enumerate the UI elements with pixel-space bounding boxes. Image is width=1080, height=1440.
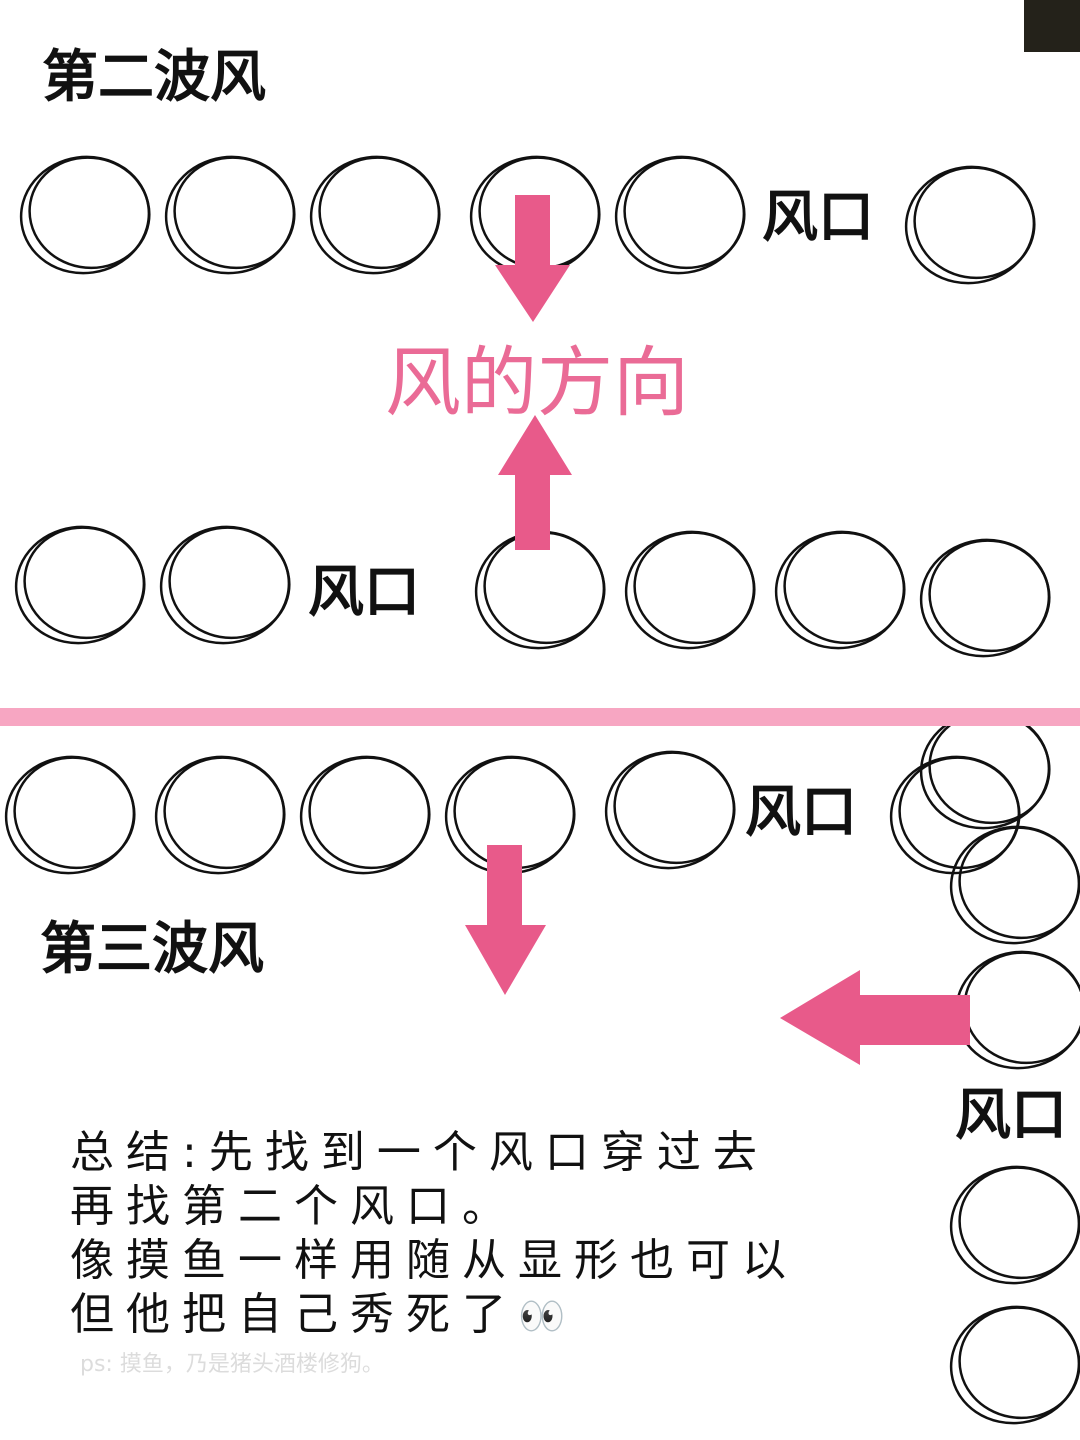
circle-stroke	[774, 530, 906, 650]
hand-drawn-circle	[949, 825, 1080, 945]
gap-label: 风口	[955, 1083, 1067, 1148]
hand-drawn-circle	[949, 1305, 1080, 1425]
circle-stroke	[913, 166, 1036, 280]
circle-stroke	[949, 1305, 1080, 1425]
hand-drawn-circle	[604, 750, 736, 870]
circle-stroke	[783, 531, 906, 645]
circle-stroke	[889, 755, 1021, 875]
hand-drawn-circle	[309, 155, 441, 275]
hand-drawn-circle	[14, 525, 146, 645]
hand-drawn-circle	[889, 755, 1021, 875]
hand-drawn-circle	[774, 530, 906, 650]
hand-drawn-circle	[624, 530, 756, 650]
circle-stroke	[28, 156, 151, 270]
circle-stroke	[483, 531, 606, 645]
circle-stroke	[904, 165, 1036, 285]
summary-text: 总结:先找到一个风口穿过去 再找第二个风口。 像摸鱼一样用随从显形也可以 但他把…	[70, 1126, 798, 1342]
arrow-down-icon	[495, 195, 570, 322]
arrow-down-icon	[465, 845, 546, 995]
circle-stroke	[949, 1165, 1080, 1285]
circle-stroke	[614, 155, 746, 275]
gap-label: 风口	[745, 780, 857, 845]
arrow-left-icon	[780, 970, 970, 1065]
gap-label: 风口	[308, 560, 420, 625]
gap-label: 风口	[762, 185, 874, 250]
wind-direction-label: 风的方向	[385, 338, 689, 427]
circle-stroke	[308, 756, 431, 870]
hand-drawn-circle	[159, 525, 291, 645]
hand-drawn-circle	[614, 155, 746, 275]
summary-line-text: 但他把自己秀死了	[70, 1289, 518, 1340]
hand-drawn-circle	[904, 165, 1036, 285]
hand-drawn-circle	[919, 538, 1051, 658]
summary-line: 但他把自己秀死了👀	[70, 1288, 798, 1342]
circle-stroke	[613, 751, 736, 865]
circle-stroke	[154, 755, 286, 875]
circle-stroke	[309, 155, 441, 275]
hand-drawn-circle	[154, 755, 286, 875]
summary-line: 再找第二个风口。	[70, 1181, 518, 1232]
circle-stroke	[958, 826, 1080, 940]
circle-stroke	[163, 756, 286, 870]
circle-stroke	[4, 755, 136, 875]
circle-stroke	[898, 756, 1021, 870]
summary-line: 像摸鱼一样用随从显形也可以	[70, 1235, 798, 1286]
dark-corner-patch	[1024, 0, 1080, 52]
ps-note: ps: 摸鱼，乃是猪头酒楼修狗。	[80, 1352, 384, 1377]
circle-stroke	[318, 156, 441, 270]
circle-stroke	[928, 539, 1051, 653]
circle-stroke	[623, 156, 746, 270]
summary-line: 总结:先找到一个风口穿过去	[70, 1127, 769, 1178]
circle-stroke	[633, 531, 756, 645]
hand-drawn-circle	[19, 155, 151, 275]
circle-stroke	[173, 156, 296, 270]
hand-drawn-circle	[949, 1165, 1080, 1285]
circle-stroke	[159, 525, 291, 645]
circle-stroke	[164, 155, 296, 275]
circle-stroke	[604, 750, 736, 870]
hand-drawn-circle	[164, 155, 296, 275]
circle-stroke	[958, 1166, 1080, 1280]
wave2-heading: 第二波风	[42, 45, 266, 110]
circle-stroke	[19, 155, 151, 275]
circle-stroke	[919, 538, 1051, 658]
circle-stroke	[299, 755, 431, 875]
circle-stroke	[14, 525, 146, 645]
wave3-heading: 第三波风	[40, 917, 264, 982]
eyes-emoji-icon: 👀	[518, 1294, 566, 1338]
circle-stroke	[624, 530, 756, 650]
circle-stroke	[168, 526, 291, 640]
circle-stroke	[23, 526, 146, 640]
hand-drawn-circle	[299, 755, 431, 875]
hand-drawn-circle	[4, 755, 136, 875]
circle-stroke	[13, 756, 136, 870]
divider-line	[0, 708, 1080, 726]
circle-stroke	[958, 1306, 1080, 1420]
arrow-up-icon	[498, 415, 572, 550]
